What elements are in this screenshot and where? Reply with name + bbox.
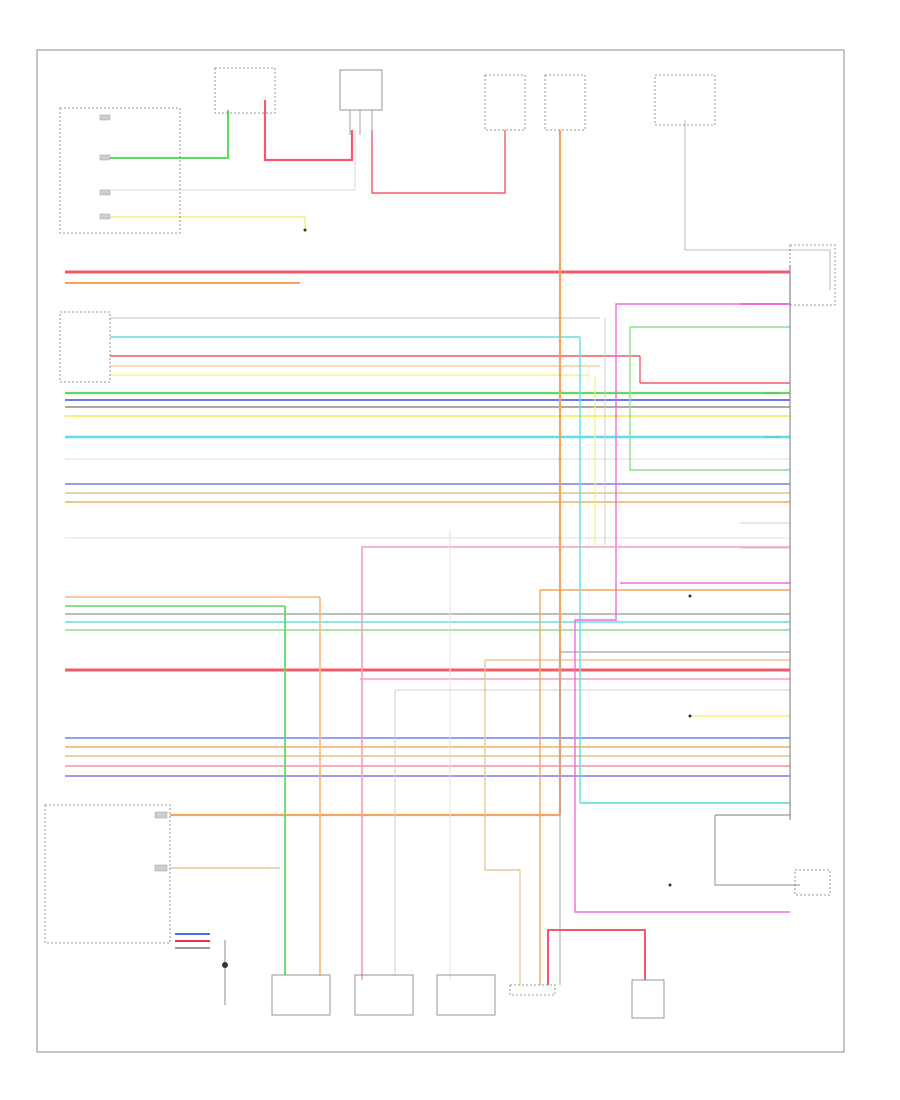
diagram-frame <box>36 49 845 1053</box>
wire-gray-topleft <box>110 130 356 191</box>
component-relay-switch <box>214 67 383 135</box>
bcm-pin-ticks <box>765 271 780 739</box>
wire-yellow-top <box>110 216 306 228</box>
component-junction-block <box>509 984 556 996</box>
component-brake-switch <box>631 979 665 1019</box>
component-bcm-left <box>59 311 111 383</box>
component-bcm-connector <box>789 244 836 820</box>
wire-tan-junction <box>484 660 521 985</box>
component-wheel-sensors <box>271 974 496 1016</box>
component-legend <box>175 933 210 949</box>
wire-red-top <box>263 100 354 162</box>
component-ground <box>222 940 228 1005</box>
wire-magenta-right <box>615 303 790 583</box>
wire-red-bottom <box>547 929 646 985</box>
wire-gray-receiver <box>714 815 800 886</box>
wire-red-top-2 <box>371 130 506 194</box>
wire-routes <box>110 100 831 985</box>
wire-gray-topright <box>684 120 831 290</box>
component-lf-door <box>59 107 181 234</box>
wire-green-top <box>110 110 229 159</box>
wire-bundle-horizontal <box>65 270 790 869</box>
component-receiver-right <box>794 869 831 896</box>
component-combination-meter <box>44 804 171 944</box>
component-fuse-boxes <box>484 74 716 131</box>
wire-green-right-loop <box>629 326 790 471</box>
wire-cyan-vertical <box>579 337 790 804</box>
wire-magenta-receiver <box>574 583 790 913</box>
connector-dots <box>303 228 692 887</box>
wire-pink-long <box>361 546 790 980</box>
